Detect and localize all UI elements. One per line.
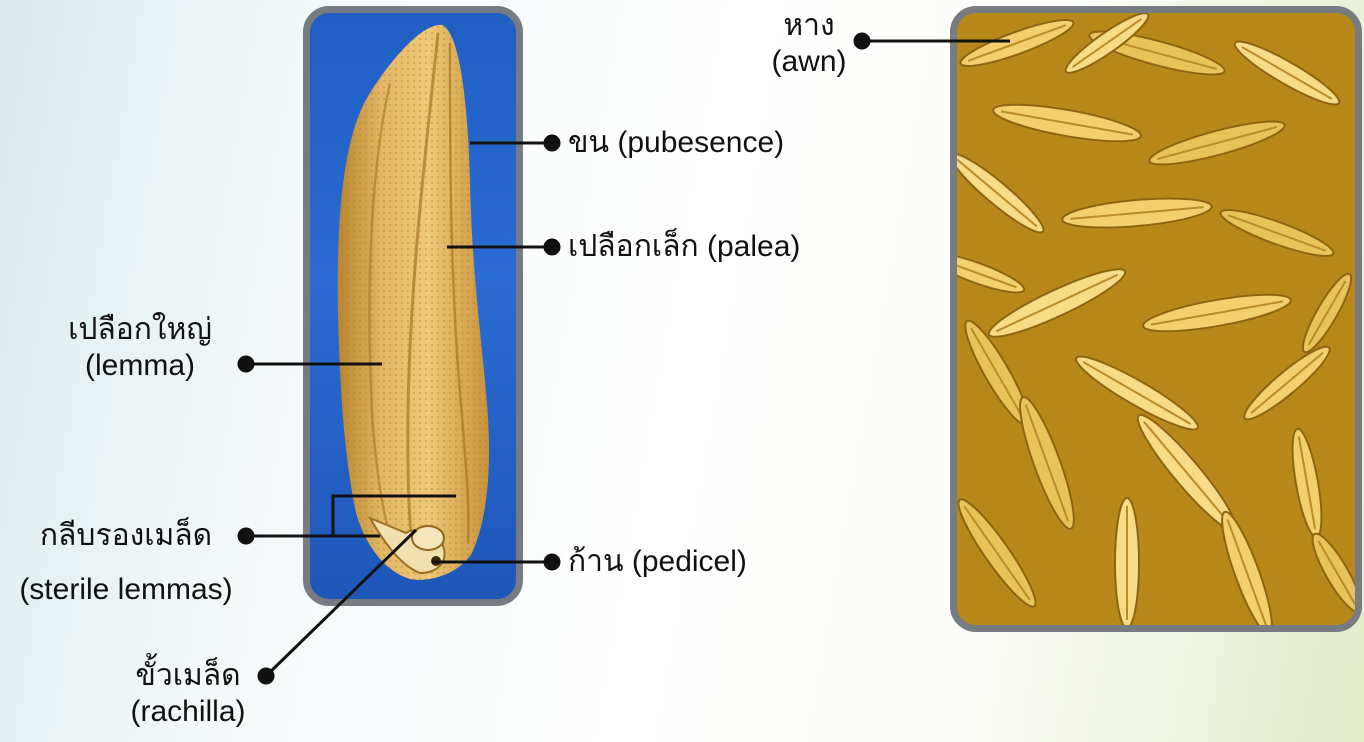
rachilla-dot — [259, 669, 273, 683]
palea-dot — [545, 240, 559, 254]
pedicel-label: ก้าน (pedicel) — [568, 544, 747, 580]
lemma-label-thai: เปลือกใหญ่ — [50, 312, 230, 348]
lemma-label-en: (lemma) — [50, 348, 230, 384]
awn-label-en: (awn) — [756, 44, 862, 80]
pedicel-dot — [545, 555, 559, 569]
sterile-lemmas-label: กลีบรองเมล็ด (sterile lemmas) — [6, 518, 246, 608]
rachilla-label-en: (rachilla) — [118, 694, 258, 730]
pubescence-label: ขน (pubesence) — [568, 125, 784, 161]
sterile-lemmas-label-en: (sterile lemmas) — [6, 572, 246, 608]
rachilla-label: ขั้วเมล็ด (rachilla) — [118, 658, 258, 730]
lemma-label: เปลือกใหญ่ (lemma) — [50, 312, 230, 384]
awn-label-thai: หาง — [756, 8, 862, 44]
sterile-lemmas-label-thai: กลีบรองเมล็ด — [6, 518, 246, 554]
pubescence-dot — [545, 136, 559, 150]
lemma-dot — [239, 357, 253, 371]
rachilla-label-thai: ขั้วเมล็ด — [118, 658, 258, 694]
sterile-lemmas-leader-line — [246, 496, 456, 536]
rachilla-leader-line — [266, 530, 416, 676]
palea-label: เปลือกเล็ก (palea) — [568, 229, 800, 265]
awn-label: หาง (awn) — [756, 8, 862, 80]
